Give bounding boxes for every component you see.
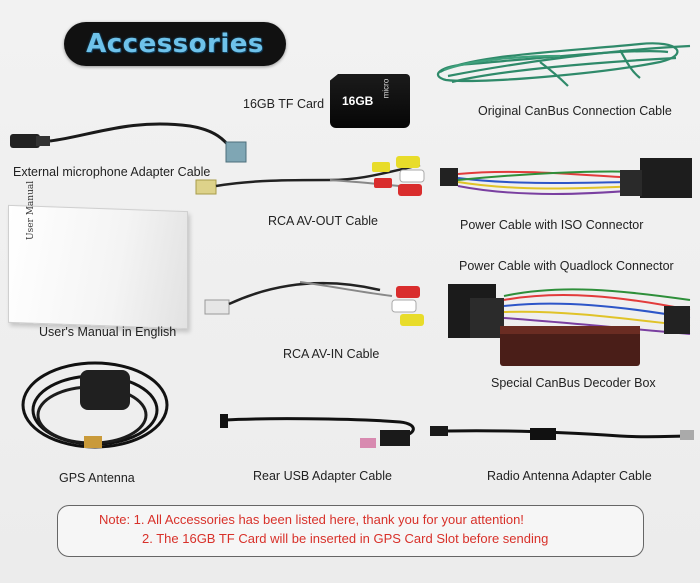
label-canbus-cable: Original CanBus Connection Cable [478, 104, 672, 118]
page-title: Accessories [86, 29, 264, 59]
label-user-manual: User's Manual in English [39, 325, 177, 339]
radio-adapter-image [430, 426, 694, 440]
mic-adapter-image [10, 122, 247, 163]
tf-card-image: 16GB micro [330, 74, 410, 128]
label-radio-adapter: Radio Antenna Adapter Cable [487, 469, 652, 483]
usb-adapter-image [220, 414, 415, 448]
label-usb-adapter: Rear USB Adapter Cable [253, 469, 392, 483]
note-line-1: Note: 1. All Accessories has been listed… [99, 512, 524, 527]
gps-antenna-image [21, 361, 169, 449]
manual-cover-text: User Manual [26, 180, 36, 240]
rca-in-image [204, 281, 424, 326]
note-box [57, 505, 644, 557]
label-iso-power: Power Cable with ISO Connector [460, 218, 644, 232]
tf-card-size: 16GB [342, 94, 374, 108]
iso-power-image [440, 158, 692, 198]
label-mic-adapter: External microphone Adapter Cable [13, 165, 211, 179]
accessories-title-badge: Accessories [64, 22, 286, 66]
tf-card-brand: micro [381, 78, 391, 99]
canbus-cable-image [437, 42, 691, 87]
note-line-2: 2. The 16GB TF Card will be inserted in … [142, 531, 549, 546]
label-rca-in: RCA AV-IN Cable [283, 347, 380, 361]
label-quadlock-power: Power Cable with Quadlock Connector [459, 259, 674, 273]
label-tf-card: 16GB TF Card [243, 97, 325, 111]
label-rca-out: RCA AV-OUT Cable [268, 214, 378, 228]
label-decoder-box: Special CanBus Decoder Box [491, 376, 656, 390]
rca-out-image [195, 156, 425, 196]
label-gps-antenna: GPS Antenna [59, 471, 135, 485]
decoder-box-image [500, 326, 640, 366]
